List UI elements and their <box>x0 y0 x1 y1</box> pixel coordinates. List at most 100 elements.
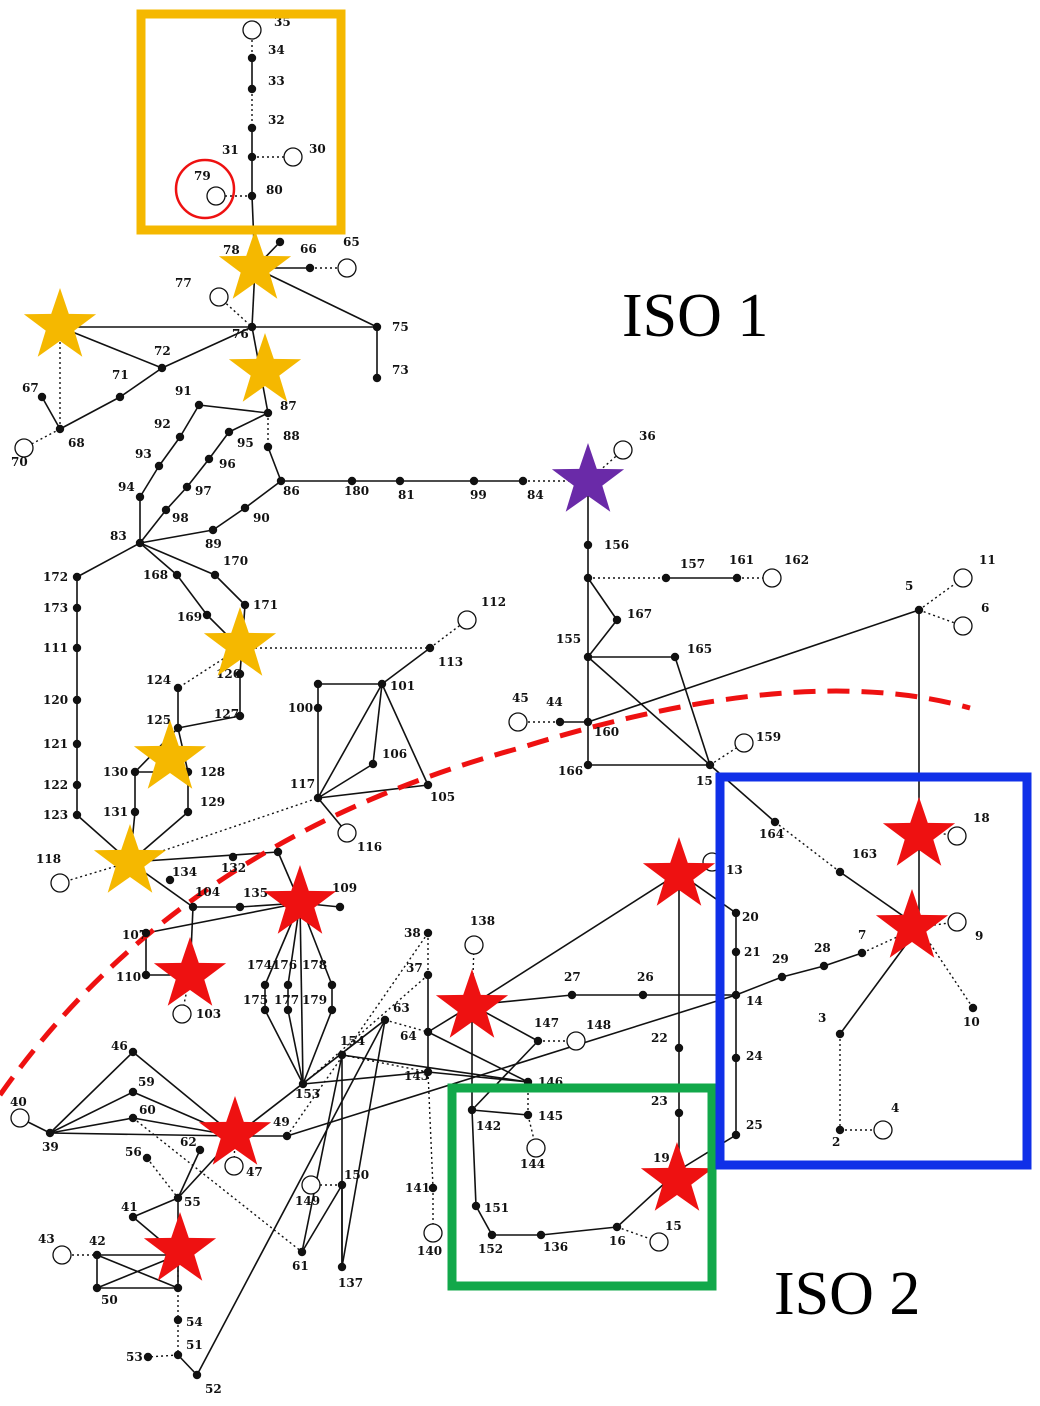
red-star-icon <box>198 1096 272 1165</box>
node-110 <box>141 970 151 980</box>
node-125 <box>173 723 183 733</box>
node-label-135: 135 <box>243 886 268 900</box>
node-145 <box>523 1110 533 1120</box>
node-123 <box>72 810 82 820</box>
node-18 <box>947 826 967 846</box>
node-label-144: 144 <box>520 1157 545 1171</box>
node-label-41: 41 <box>121 1200 138 1214</box>
node-label-47: 47 <box>246 1165 263 1179</box>
node-label-105: 105 <box>430 790 455 804</box>
edge-48-63 <box>234 1019 386 1137</box>
node-143 <box>423 1067 433 1077</box>
node-37 <box>423 970 433 980</box>
node-158 <box>705 760 715 770</box>
node-label-18: 18 <box>973 811 990 825</box>
node-label-104: 104 <box>195 885 220 899</box>
node-label-94: 94 <box>118 480 135 494</box>
node-178 <box>327 980 337 990</box>
node-94 <box>135 492 145 502</box>
edge-142-151 <box>471 1109 477 1207</box>
node-label-38: 38 <box>404 926 421 940</box>
node-100x <box>313 679 323 689</box>
red-star-icon <box>153 937 227 1006</box>
node-168 <box>172 570 182 580</box>
node-122 <box>72 780 82 790</box>
node-150 <box>337 1180 347 1190</box>
node-label-61: 61 <box>292 1259 309 1273</box>
node-label-166: 166 <box>558 764 583 778</box>
node-73 <box>372 373 382 383</box>
edge-88-86 <box>267 446 282 482</box>
node-62 <box>195 1145 205 1155</box>
node-61 <box>297 1247 307 1257</box>
blue-box <box>715 772 1032 1170</box>
node-157 <box>661 573 671 583</box>
node-label-70: 70 <box>11 455 28 469</box>
node-131 <box>130 807 140 817</box>
edge-142-145 <box>471 1109 529 1116</box>
edge-87-91 <box>198 404 269 414</box>
node-label-160: 160 <box>594 725 619 739</box>
edge-71-68 <box>59 396 121 430</box>
node-55 <box>173 1193 183 1203</box>
node-98 <box>161 505 171 515</box>
node-label-147: 147 <box>534 1016 559 1030</box>
edge-177-153 <box>287 1009 304 1085</box>
node-label-148: 148 <box>586 1018 611 1032</box>
node-label-27: 27 <box>564 970 581 984</box>
node-label-140: 140 <box>417 1244 442 1258</box>
node-label-122: 122 <box>43 778 68 792</box>
node-31 <box>247 152 257 162</box>
node-label-62: 62 <box>180 1135 197 1149</box>
edge-106-117 <box>317 763 374 799</box>
node-91 <box>194 400 204 410</box>
node-35 <box>242 20 262 40</box>
node-179 <box>327 1005 337 1015</box>
nodes-layer <box>10 20 978 1380</box>
node-label-121: 121 <box>43 737 68 751</box>
node-label-37: 37 <box>406 961 423 975</box>
edge-46-39 <box>49 1051 134 1134</box>
node-label-7: 7 <box>858 928 866 942</box>
edge-98-83 <box>139 509 167 544</box>
edge-92-93 <box>158 436 181 467</box>
node-label-39: 39 <box>42 1140 59 1154</box>
edge-160-5 <box>587 609 920 723</box>
node-label-42: 42 <box>89 1234 106 1248</box>
edge-127-125 <box>177 715 241 729</box>
node-26 <box>638 990 648 1000</box>
node-label-120: 120 <box>43 693 68 707</box>
node-label-127: 127 <box>214 707 239 721</box>
edge-49-14 <box>286 994 737 1137</box>
node-label-68: 68 <box>68 436 85 450</box>
node-76 <box>247 322 257 332</box>
gold-star-icon <box>23 288 97 357</box>
node-label-138: 138 <box>470 914 495 928</box>
node-60 <box>128 1113 138 1123</box>
node-label-151: 151 <box>484 1201 509 1215</box>
edge-62-55 <box>177 1149 201 1199</box>
edge-29-14 <box>735 976 783 996</box>
iso1-label: ISO 1 <box>622 282 768 350</box>
edge-91-92 <box>179 404 200 438</box>
node-89 <box>208 525 218 535</box>
edge-143-141 <box>427 1071 434 1189</box>
node-label-180: 180 <box>344 484 369 498</box>
node-label-143: 143 <box>404 1069 429 1083</box>
node-label-29: 29 <box>772 952 789 966</box>
node-103 <box>172 1004 192 1024</box>
gold-star-icon <box>228 333 302 402</box>
node-105 <box>423 780 433 790</box>
node-101 <box>377 679 387 689</box>
node-80 <box>247 191 257 201</box>
node-label-165: 165 <box>687 642 712 656</box>
node-label-51: 51 <box>186 1338 203 1352</box>
node-171 <box>240 600 250 610</box>
node-label-26: 26 <box>637 970 654 984</box>
node-50 <box>92 1283 102 1293</box>
node-label-112: 112 <box>481 595 506 609</box>
highlight-circle-79 <box>174 158 236 220</box>
edge-154-146 <box>341 1054 529 1083</box>
node-130 <box>130 767 140 777</box>
node-121 <box>72 739 82 749</box>
